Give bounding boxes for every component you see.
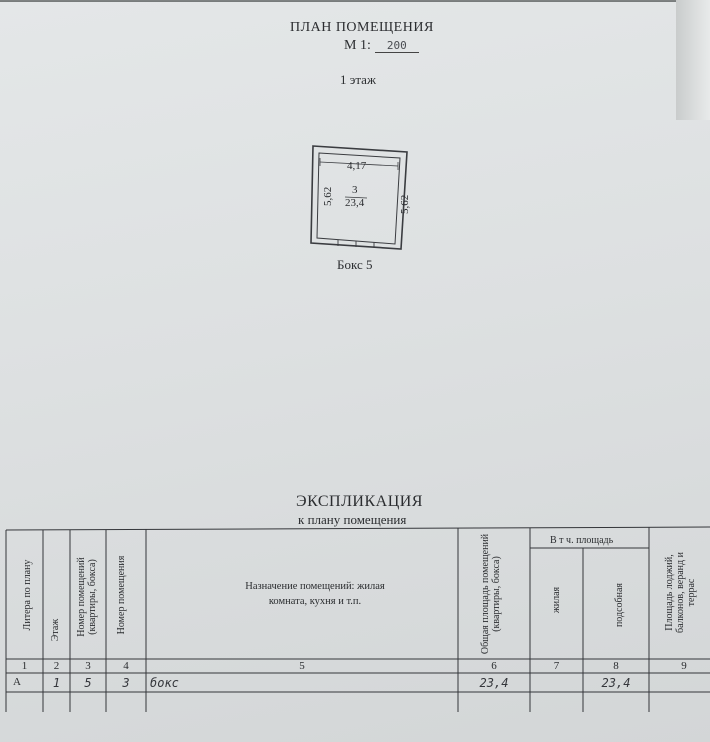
column-number: 1 xyxy=(21,660,28,672)
header-apt-number: Номер помещений (квартиры, бокса) xyxy=(76,557,98,637)
explication-subtitle: к плану помещения xyxy=(298,512,407,527)
room-area: 23,4 xyxy=(345,197,365,209)
header-litera: Литера по плану xyxy=(22,559,33,631)
scale-prefix: М 1: xyxy=(344,38,371,53)
cell-aux-area: 23,4 xyxy=(601,676,631,690)
cell-total-area: 23,4 xyxy=(479,676,509,690)
room-number: 3 xyxy=(352,184,358,196)
header-floor: Этаж xyxy=(50,618,61,642)
column-number: 9 xyxy=(681,660,687,672)
cell-litera: А xyxy=(13,676,21,688)
cell-room: 3 xyxy=(122,676,130,690)
column-number: 2 xyxy=(53,660,60,672)
column-number: 8 xyxy=(613,660,619,672)
header-auxiliary: подсобная xyxy=(614,582,625,628)
room-top-dimension: 4,17 xyxy=(347,160,367,172)
plan-scale: М 1:200 xyxy=(344,38,419,54)
header-living: жилая xyxy=(551,586,562,614)
room-outer-wall xyxy=(310,145,408,250)
column-number: 5 xyxy=(299,660,305,672)
explication-table-grid xyxy=(5,526,710,712)
background-page-edge xyxy=(676,0,710,120)
header-room-number: Номер помещения xyxy=(116,555,127,635)
cell-floor: 1 xyxy=(52,676,61,690)
area-fraction-line xyxy=(344,196,368,199)
column-number: 7 xyxy=(553,660,560,672)
room-inner-wall xyxy=(316,152,401,245)
column-number: 4 xyxy=(123,660,129,672)
header-total-area: Общая площадь помещений (квартиры, бокса… xyxy=(480,533,502,655)
explication-title: ЭКСПЛИКАЦИЯ xyxy=(296,493,423,510)
cell-purpose: бокс xyxy=(150,676,179,690)
floor-label: 1 этаж xyxy=(340,72,376,87)
floor-plan-drawing xyxy=(310,145,408,250)
header-incl-area: В т ч. площадь xyxy=(550,535,614,546)
cell-apt: 5 xyxy=(84,676,92,690)
column-number: 3 xyxy=(85,660,91,672)
column-number: 6 xyxy=(491,660,497,672)
header-purpose: Назначение помещений: жилая комната, кух… xyxy=(245,581,385,607)
plan-title: ПЛАН ПОМЕЩЕНИЯ xyxy=(290,20,434,35)
header-balcony: Площадь лоджий, балконов, веранд и терра… xyxy=(664,552,697,633)
box-label: Бокс 5 xyxy=(337,257,373,272)
top-dimension-line xyxy=(319,161,399,167)
scale-value: 200 xyxy=(374,39,419,53)
